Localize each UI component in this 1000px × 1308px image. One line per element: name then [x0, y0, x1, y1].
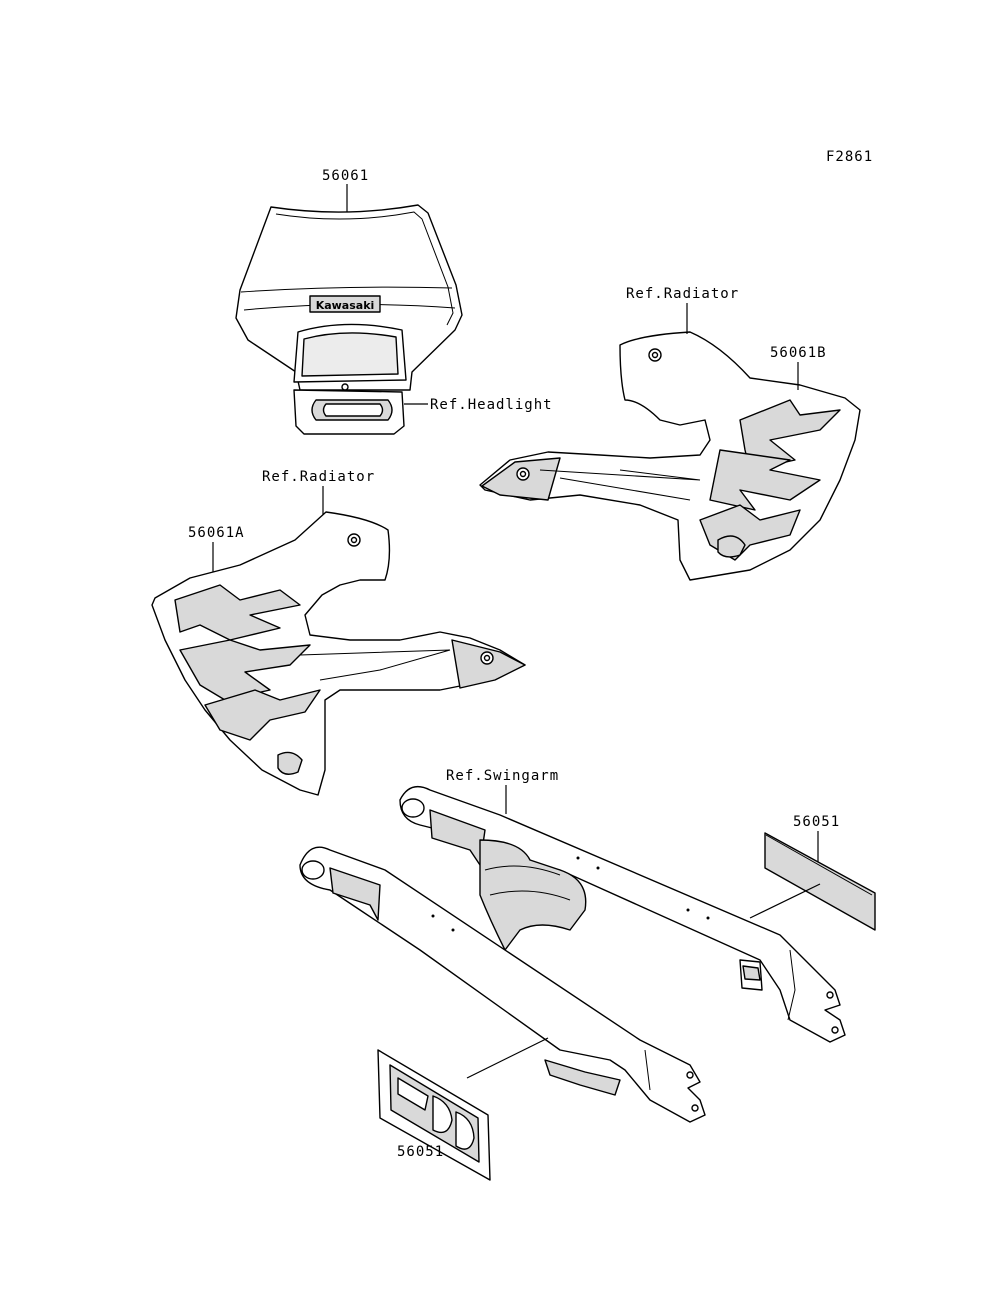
label-swingarm-decal-part: 56051 [397, 1144, 444, 1160]
kawasaki-logo: Kawasaki [316, 299, 375, 312]
label-ref-radiator-left: Ref.Radiator [262, 469, 375, 485]
right-radiator-shroud [479, 331, 861, 581]
kawasaki-logo-plate [309, 295, 381, 313]
headlight-cover: Kawasaki [235, 204, 463, 435]
leader-stripe-to-swingarm [749, 883, 821, 919]
label-right-shroud-part: 56061B [770, 345, 827, 361]
label-ref-radiator-right: Ref.Radiator [626, 286, 739, 302]
leader-decal-to-swingarm [466, 1037, 549, 1079]
label-ref-headlight: Ref.Headlight [430, 397, 553, 413]
figure-code: F2861 [826, 149, 873, 165]
label-swingarm-stripe-part: 56051 [793, 814, 840, 830]
label-headlight-cover-part: 56061 [322, 168, 369, 184]
label-ref-swingarm: Ref.Swingarm [446, 768, 559, 784]
swingarm-number-decal [377, 1049, 491, 1181]
label-left-shroud-part: 56061A [188, 525, 245, 541]
left-radiator-shroud [151, 511, 526, 796]
swingarm-stripe-decal [764, 832, 876, 931]
swingarm [299, 786, 846, 1123]
